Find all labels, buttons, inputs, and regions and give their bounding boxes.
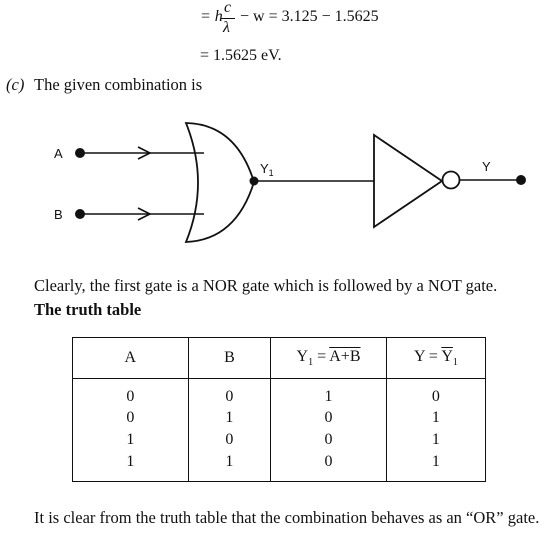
equation-line2: = 1.5625 eV. [200,47,282,64]
input-a-terminal [75,148,85,158]
explanation-text: Clearly, the first gate is a NOR gate wh… [34,276,498,295]
cell-b: 1 [187,407,272,429]
input-a-label: A [54,146,63,161]
header-b: B [187,337,272,379]
y1-junction [249,176,259,186]
output-terminal [516,175,526,185]
cell-y1: 0 [270,451,387,482]
table-row: 0 1 0 1 [72,407,487,429]
equation-numerator: c [224,0,232,16]
cell-y1: 0 [270,407,387,429]
y1-label: Y1 [260,161,274,178]
cell-b: 0 [187,429,272,451]
table-row: 1 0 0 1 [72,429,487,451]
input-b-label: B [54,207,63,222]
equation-denominator: λ [223,19,230,36]
cell-a: 1 [72,429,189,451]
inversion-bubble [441,170,461,190]
cell-y: 1 [385,407,487,429]
truth-table: A B Y1 = A+B Y = Y1 0 0 1 0 0 1 0 1 1 0 … [72,337,487,482]
header-y1: Y1 = A+B [270,337,387,379]
fraction-bar [221,18,235,19]
table-row: 0 0 1 0 [72,378,487,407]
cell-a: 0 [72,378,189,407]
table-header-row: A B Y1 = A+B Y = Y1 [72,337,487,379]
table-title: The truth table [34,300,142,319]
header-a: A [72,337,189,379]
part-label: (c) [6,75,25,94]
input-b-terminal [75,209,85,219]
cell-b: 0 [187,378,272,407]
not-gate [373,133,444,229]
input-b-arrow [137,207,152,221]
output-label: Y [482,159,491,174]
cell-y1: 1 [270,378,387,407]
equation-line1-lhs: = h [200,8,223,25]
cell-y1: 0 [270,429,387,451]
cell-y: 0 [385,378,487,407]
cell-a: 1 [72,451,189,482]
cell-y: 1 [385,429,487,451]
table-row: 1 1 0 1 [72,451,487,482]
logic-circuit-diagram: A B Y1 Y [54,122,526,243]
part-text: The given combination is [34,75,203,94]
cell-y: 1 [385,451,487,482]
equation-line1-rhs: − w = 3.125 − 1.5625 [240,8,379,25]
conclusion-text: It is clear from the truth table that th… [34,508,540,527]
header-y: Y = Y1 [385,337,487,379]
cell-b: 1 [187,451,272,482]
nor-gate [184,122,255,243]
input-a-arrow [137,146,152,160]
cell-a: 0 [72,407,189,429]
